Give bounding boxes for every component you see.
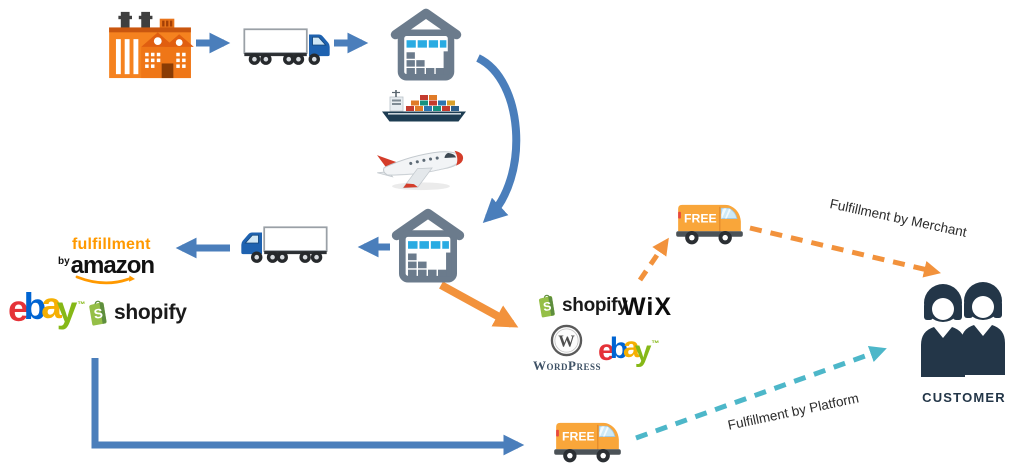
- ebay-letter-y: y: [634, 335, 652, 368]
- customer-people-icon: [921, 279, 1007, 386]
- ebay-letter-a: a: [623, 331, 640, 364]
- ebay-letter-a: a: [41, 285, 62, 326]
- fba-amazon-text: amazon: [70, 252, 155, 279]
- customer-label: CUSTOMER: [922, 390, 1006, 405]
- arrow-van-to-customer-merchant-dashed: [749, 225, 941, 278]
- wordpress-initial: W: [559, 331, 576, 350]
- arrow-platforms-to-van-dashed: [637, 237, 669, 282]
- ebay-tm: ™: [77, 300, 86, 309]
- wordpress-logo: W WordPress: [533, 324, 601, 374]
- factory-icon: [106, 8, 194, 85]
- shopify-name: shopify: [562, 294, 628, 316]
- van-free-text: FREE: [562, 429, 595, 443]
- shopify-bag-icon: S: [89, 300, 107, 326]
- arrow-van-to-customer-platform-dashed: [635, 346, 887, 441]
- wordpress-name: WordPress: [533, 358, 601, 373]
- ebay-letter-y: y: [56, 289, 78, 330]
- delivery-van-icon: FREE: [553, 415, 622, 467]
- ebay-logo: ebay™: [598, 331, 660, 368]
- wix-logo: WiX: [622, 293, 672, 321]
- warehouse-icon: [389, 5, 463, 86]
- fulfillment-by-amazon-logo: fulfillment by amazon: [58, 236, 155, 287]
- ebay-letter-b: b: [609, 332, 629, 365]
- airplane-icon: [374, 140, 468, 197]
- shopify-initial: S: [93, 306, 104, 322]
- van-free-text: FREE: [684, 211, 717, 225]
- warehouse-icon: [391, 205, 465, 288]
- ebay-tm: ™: [651, 339, 660, 348]
- cargo-ship-icon: [380, 88, 468, 129]
- shopify-initial: S: [542, 299, 552, 314]
- arrow-marketplaces-to-van-elbow: [91, 358, 525, 456]
- truck-icon: [243, 24, 331, 73]
- truck-icon: [240, 222, 328, 271]
- amazon-smile-icon: [75, 275, 135, 285]
- fba-fulfillment-text: fulfillment: [72, 236, 151, 253]
- shopify-bag-icon: S: [538, 294, 555, 318]
- ebay-logo: ebay™: [8, 285, 86, 330]
- ebay-letter-e: e: [8, 288, 29, 329]
- ebay-letter-b: b: [23, 286, 47, 327]
- delivery-van-icon: FREE: [675, 197, 744, 251]
- fba-by-text: by: [58, 256, 70, 267]
- arrow-warehouse2-to-platforms: [439, 281, 519, 328]
- wordpress-w-icon: W: [551, 324, 583, 357]
- shopify-name: shopify: [114, 300, 187, 324]
- ebay-letter-e: e: [598, 334, 615, 367]
- shopify-logo: S shopify: [536, 293, 628, 318]
- shopify-logo: S shopify: [86, 299, 187, 326]
- arrow-warehouse-to-warehouse-curved: [476, 54, 521, 223]
